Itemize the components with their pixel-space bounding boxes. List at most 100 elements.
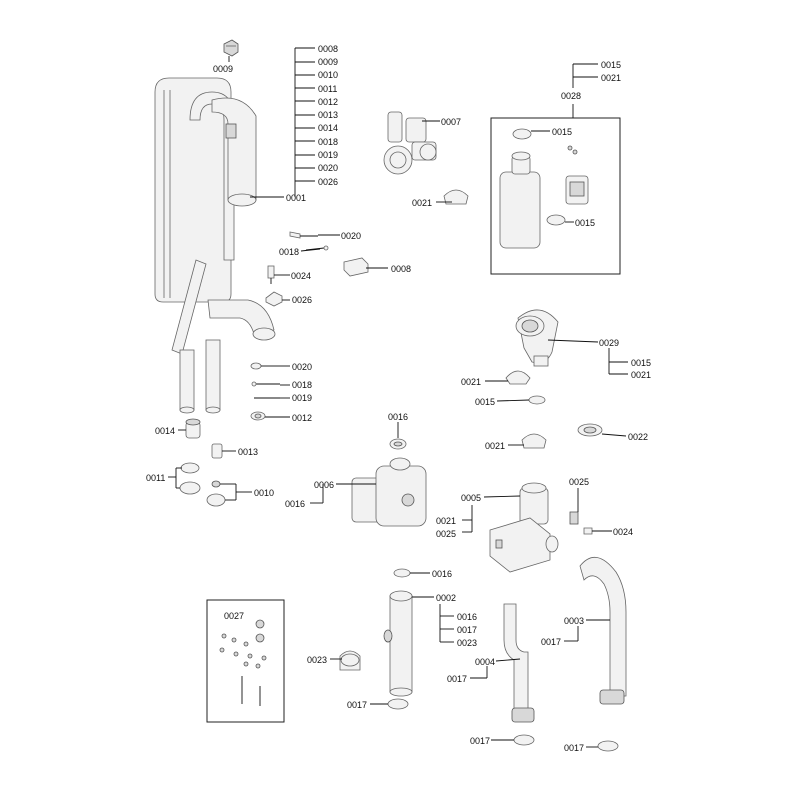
- label-0016-upper: 0016: [388, 412, 408, 422]
- part-0008-sensor: [343, 257, 369, 277]
- label-0021-upper: 0021: [412, 198, 432, 208]
- label-0014-bracket: 0014: [318, 123, 338, 133]
- label-0009-bracket: 0009: [318, 57, 338, 67]
- label-0023: 0023: [307, 655, 327, 665]
- label-0019: 0019: [292, 393, 312, 403]
- label-0018-upper: 0018: [279, 247, 299, 257]
- part-0004-pipe: [503, 603, 535, 723]
- label-0021-valve: 0021: [436, 516, 456, 526]
- label-0028: 0028: [561, 91, 581, 101]
- label-0002: 0002: [436, 593, 456, 603]
- part-0027-screw-kit: [206, 599, 285, 723]
- part-0003-pipe: [579, 557, 627, 705]
- label-0001: 0001: [286, 193, 306, 203]
- label-0022: 0022: [628, 432, 648, 442]
- part-0017-seal-right: [597, 740, 619, 752]
- label-0010-bracket: 0010: [318, 70, 338, 80]
- label-0023-pipe: 0023: [457, 638, 477, 648]
- label-0029: 0029: [599, 338, 619, 348]
- label-0011-bracket: 0011: [318, 84, 337, 94]
- part-0020-upper: [289, 231, 318, 239]
- label-0021-lower: 0021: [485, 441, 505, 451]
- part-0029-elbow: [515, 309, 559, 367]
- part-0014: [185, 418, 201, 439]
- label-0015-middle: 0015: [475, 397, 495, 407]
- label-0015-box-upper: 0015: [552, 127, 572, 137]
- part-0018-upper: [305, 245, 329, 251]
- label-0017-pipe: 0017: [457, 625, 477, 635]
- part-0028-box: [490, 117, 621, 275]
- part-0002-pipe: [383, 590, 413, 697]
- label-0026-bracket: 0026: [318, 177, 338, 187]
- label-0020-lower: 0020: [292, 362, 312, 372]
- label-0021-top: 0021: [601, 73, 621, 83]
- part-0009-drawing: [223, 39, 239, 57]
- part-0021-lower-clip: [521, 433, 547, 449]
- part-0011: [179, 462, 201, 495]
- label-0020-upper: 0020: [341, 231, 361, 241]
- part-0021-middle-clip: [505, 370, 531, 385]
- label-0026: 0026: [292, 295, 312, 305]
- part-0016-seal-upper: [389, 438, 407, 450]
- label-0020-bracket: 0020: [318, 163, 338, 173]
- label-0013: 0013: [238, 447, 258, 457]
- part-0015-oring-middle: [528, 395, 546, 405]
- part-0007-diverter-valve: [383, 111, 437, 175]
- label-0016-pipe: 0016: [457, 612, 477, 622]
- label-0017-left: 0017: [347, 700, 367, 710]
- part-0021-upper-clip: [443, 189, 469, 205]
- part-0026-clip: [265, 291, 283, 307]
- label-0005: 0005: [461, 493, 481, 503]
- part-0016-seal-lower: [393, 568, 411, 578]
- part-0022-clip: [577, 423, 603, 437]
- label-0016-pump: 0016: [285, 499, 305, 509]
- label-0007: 0007: [441, 117, 461, 127]
- exchanger-down-pipes: [171, 259, 276, 414]
- label-0015-box-lower: 0015: [575, 218, 595, 228]
- part-0005-valve: [489, 482, 559, 573]
- part-0001-heat-exchanger: [154, 77, 257, 303]
- label-0017-0004: 0017: [447, 674, 467, 684]
- part-labels: 0008 0009 0010 0011 0012 0013 0014 0018 …: [146, 44, 651, 753]
- label-0021-mid-right: 0021: [631, 370, 651, 380]
- label-0017-bottom-right: 0017: [564, 743, 584, 753]
- part-0020-lower: [250, 362, 276, 370]
- label-0018-lower: 0018: [292, 380, 312, 390]
- part-0025: [569, 511, 579, 525]
- label-0009: 0009: [213, 64, 233, 74]
- part-0017-seal-mid: [513, 734, 535, 746]
- label-0027: 0027: [224, 611, 244, 621]
- part-0024-upper: [267, 265, 275, 284]
- label-0003: 0003: [564, 616, 584, 626]
- part-0017-seal-left: [387, 698, 409, 710]
- label-0006: 0006: [314, 480, 334, 490]
- label-0011: 0011: [146, 473, 165, 483]
- part-0023-fitting: [339, 650, 361, 671]
- label-0021-middle: 0021: [461, 377, 481, 387]
- label-0018-bracket: 0018: [318, 137, 338, 147]
- label-0004: 0004: [475, 657, 495, 667]
- label-0025-valve: 0025: [436, 529, 456, 539]
- label-0008-sensor: 0008: [391, 264, 411, 274]
- part-0013: [211, 443, 223, 459]
- label-0015-mid-right: 0015: [631, 358, 651, 368]
- label-0019-bracket: 0019: [318, 150, 338, 160]
- part-0024-lower: [583, 527, 593, 535]
- label-0024-upper: 0024: [291, 271, 311, 281]
- label-0010: 0010: [254, 488, 274, 498]
- label-0012-bracket: 0012: [318, 97, 338, 107]
- label-0017-bottom-mid: 0017: [470, 736, 490, 746]
- label-0016-lower: 0016: [432, 569, 452, 579]
- part-0012: [250, 411, 266, 421]
- part-0010: [206, 480, 226, 507]
- leader-lines: [168, 47, 628, 748]
- label-0025: 0025: [569, 477, 589, 487]
- part-0018-lower: [251, 381, 280, 387]
- label-0024-lower: 0024: [613, 527, 633, 537]
- label-0014: 0014: [155, 426, 175, 436]
- part-0006-circulator-pump: [351, 457, 427, 527]
- label-0012: 0012: [292, 413, 312, 423]
- label-0013-bracket: 0013: [318, 110, 338, 120]
- label-0015-top: 0015: [601, 60, 621, 70]
